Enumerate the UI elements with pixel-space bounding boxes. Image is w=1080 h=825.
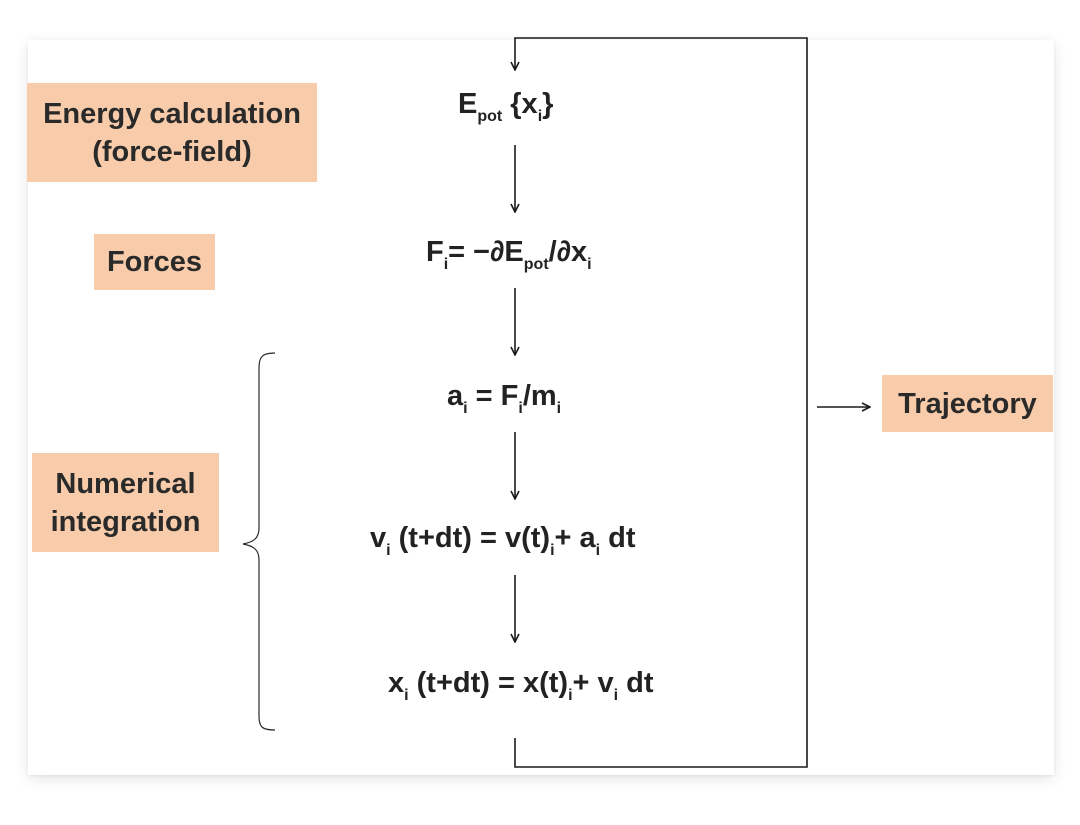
acceleration-equation: ai = Fi/mi (447, 380, 562, 417)
loop-line (515, 37, 808, 768)
trajectory-label: Trajectory (882, 375, 1053, 432)
energy-label-line-2: (force-field) (92, 135, 252, 168)
curly-brace (242, 352, 276, 731)
trajectory-label-text: Trajectory (898, 387, 1037, 420)
energy-calculation-label: Energy calculation (force-field) (27, 83, 317, 182)
force-equation: Fi= −∂Epot/∂xi (426, 236, 592, 273)
numerical-label-line-1: Numerical (55, 467, 196, 500)
position-equation: xi (t+dt) = x(t)i+ vi dt (388, 667, 654, 704)
forces-label: Forces (94, 234, 215, 290)
energy-label-line-1: Energy calculation (43, 97, 301, 130)
energy-equation: Epot {xi} (458, 88, 554, 125)
velocity-equation: vi (t+dt) = v(t)i+ ai dt (370, 522, 636, 559)
forces-label-text: Forces (106, 246, 203, 278)
numerical-integration-label: Numerical integration (32, 453, 219, 552)
numerical-label-line-2: integration (50, 505, 201, 538)
